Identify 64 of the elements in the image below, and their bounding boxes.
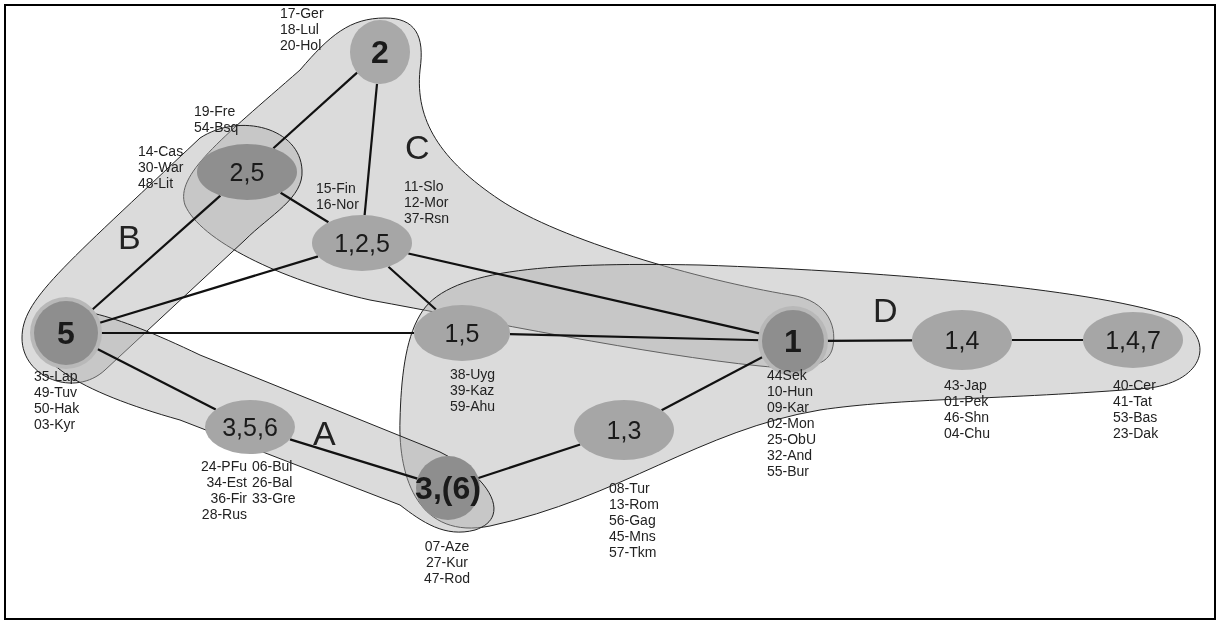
population-label: 18-Lul	[280, 21, 319, 37]
population-label: 03-Kyr	[34, 416, 76, 432]
population-label: 09-Kar	[767, 399, 810, 415]
population-label: 55-Bur	[767, 463, 810, 479]
population-label: 59-Ahu	[450, 398, 496, 414]
population-label: 16-Nor	[316, 196, 359, 212]
population-label: 34-Est	[206, 474, 247, 490]
cluster-ellipse: 1,3	[574, 400, 674, 460]
population-label: 39-Kaz	[450, 382, 495, 398]
population-label: 28-Rus	[201, 506, 247, 522]
region-letter: A	[313, 416, 336, 450]
population-label: 57-Tkm	[609, 544, 657, 560]
population-label: 10-Hun	[767, 383, 813, 399]
population-label: 02-Mon	[767, 415, 815, 431]
connector-line	[280, 191, 329, 224]
population-label: 49-Tuv	[34, 384, 78, 400]
population-label: 24-PFu	[201, 458, 247, 474]
population-label: 36-Fir	[210, 490, 247, 506]
cluster-circle: 3,(6)	[416, 456, 480, 520]
population-label: 33-Gre	[252, 490, 296, 506]
population-label: 11-Slo	[404, 178, 444, 194]
population-label: 43-Jap	[944, 377, 987, 393]
population-label: 50-Hak	[34, 400, 80, 416]
population-label: 56-Gag	[609, 512, 656, 528]
population-label: 47-Rod	[424, 570, 470, 586]
population-label: 13-Rom	[609, 496, 659, 512]
population-label: 14-Cas	[138, 143, 184, 159]
connector-line	[289, 438, 418, 480]
population-label: 46-Shn	[944, 409, 990, 425]
cluster-ellipse: 2,5	[197, 144, 297, 200]
population-label: 45-Mns	[609, 528, 656, 544]
region-letter: D	[873, 293, 898, 327]
population-label: 07-Aze	[424, 538, 470, 554]
population-label: 20-Hol	[280, 37, 322, 53]
connector-line	[272, 71, 358, 150]
population-label: 08-Tur	[609, 480, 650, 496]
population-label: 06-Bul	[252, 458, 293, 474]
connector-line	[478, 443, 581, 480]
cluster-ellipse: 2	[350, 20, 410, 84]
population-label: 32-And	[767, 447, 813, 463]
population-label: 53-Bas	[1113, 409, 1158, 425]
population-label: 37-Rsn	[404, 210, 450, 226]
cluster-ellipse: 3,5,6	[205, 400, 295, 454]
population-label: 04-Chu	[944, 425, 990, 441]
connector-line	[363, 83, 379, 216]
connector-line	[1012, 338, 1083, 342]
region-letter: C	[405, 130, 430, 164]
connector-line	[387, 265, 437, 311]
population-label: 27-Kur	[426, 554, 468, 570]
population-label: 26-Bal	[252, 474, 293, 490]
population-label: 12-Mor	[404, 194, 449, 210]
population-label: 41-Tat	[1113, 393, 1152, 409]
population-label: 17-Ger	[280, 5, 324, 21]
population-label: 15-Fin	[316, 180, 356, 196]
cluster-circle: 5	[34, 301, 98, 365]
population-label: 40-Cer	[1113, 377, 1156, 393]
population-label: 19-Fre	[194, 103, 236, 119]
population-label: 38-Uyg	[450, 366, 496, 382]
population-label: 23-Dak	[1113, 425, 1159, 441]
region-letter: B	[118, 220, 141, 254]
cluster-ellipse: 1,4	[912, 310, 1012, 370]
cluster-ellipse: 1,5	[414, 305, 510, 361]
cluster-ellipse: 1,4,7	[1083, 312, 1183, 368]
population-label: 25-ObU	[767, 431, 817, 447]
